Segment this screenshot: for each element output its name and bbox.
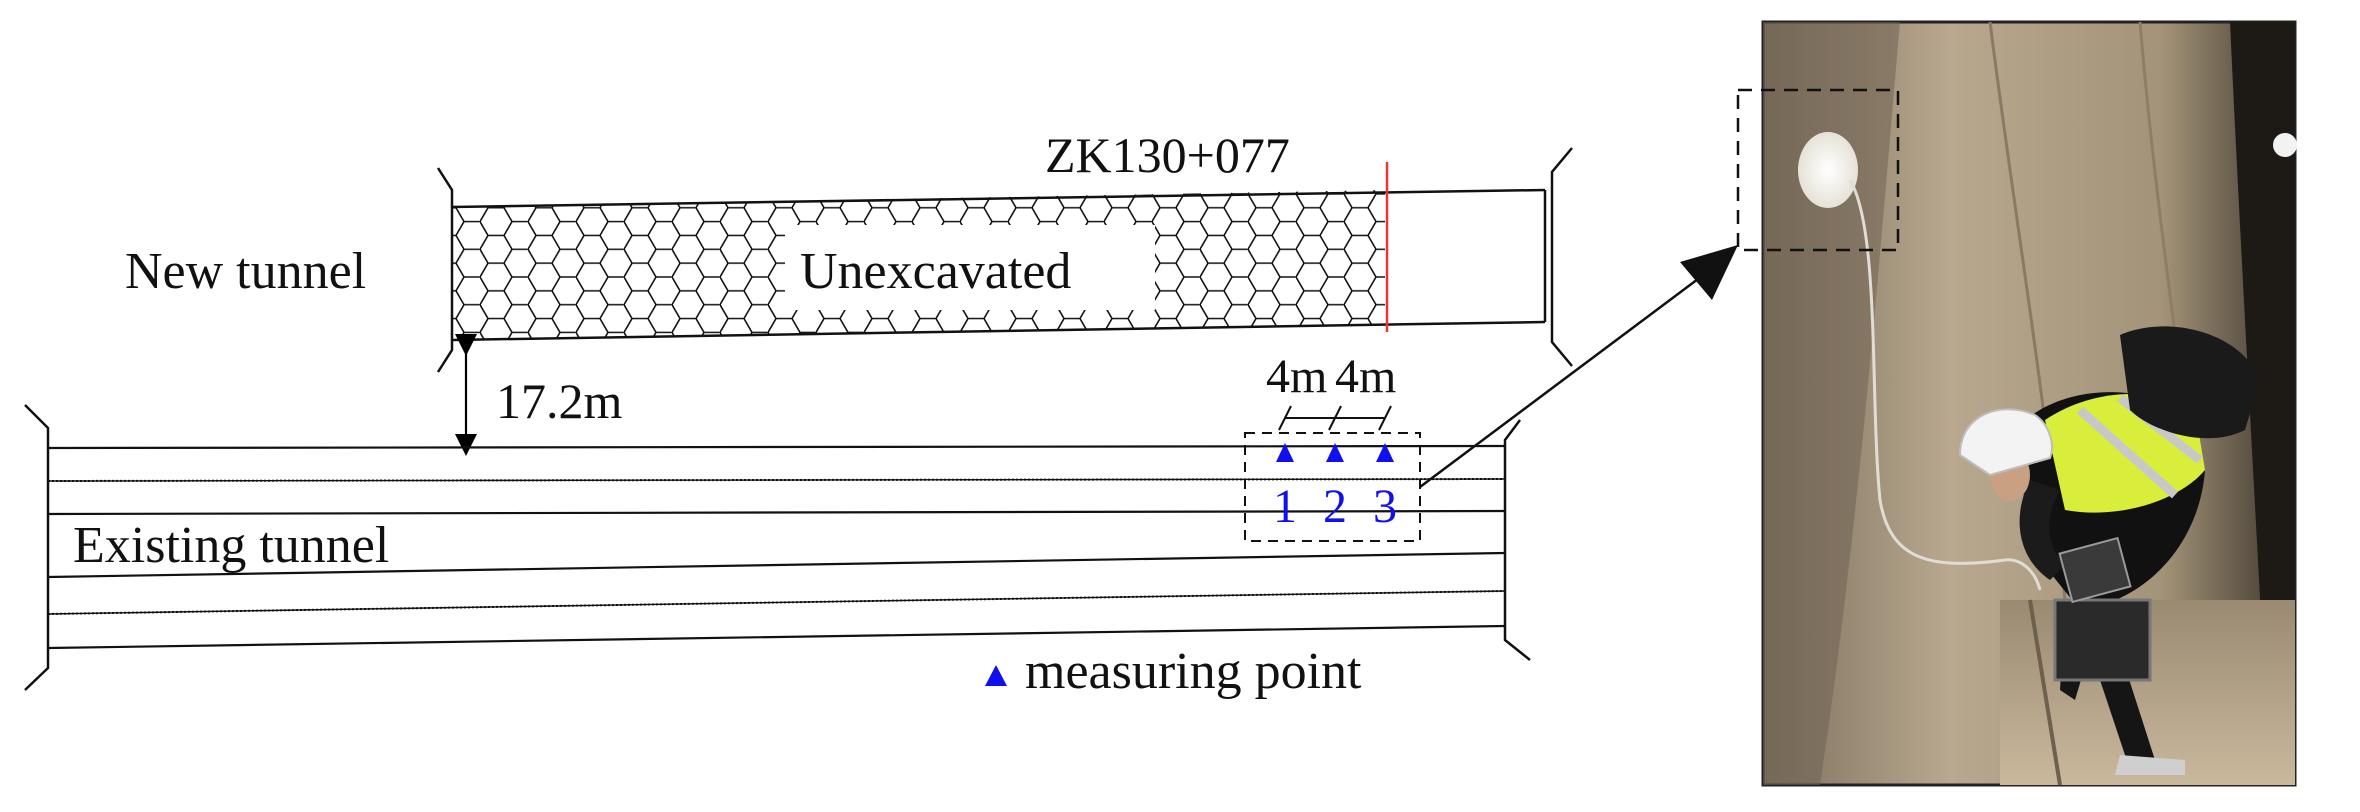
data-logger-icon [2058,536,2132,604]
existing-tunnel-line-4 [47,551,1506,579]
new-tunnel-top-line [451,188,1546,209]
existing-tunnel-label: Existing tunnel [73,517,389,574]
backpack-icon [2120,326,2260,439]
measuring-point-marker-2 [1326,443,1344,462]
existing-tunnel-right-portal [1503,419,1531,661]
spacing-tick-1 [1278,405,1292,431]
worker-shoe-icon [2115,755,2185,775]
new-tunnel-right-portal [1550,147,1573,367]
helmet-icon [1958,408,2053,477]
spacing-tick-3 [1378,405,1392,431]
spacing-label-1: 4m [1266,350,1327,403]
spacing-label-2: 4m [1335,350,1396,403]
walkway-edge [2028,599,2062,786]
callout-arrowhead [1680,245,1738,300]
clearance-label: 17.2m [496,373,623,429]
existing-tunnel: Existing tunnel [24,404,1531,691]
tunnel-perspective-dark [2230,22,2295,785]
clearance-dimension: 17.2m [455,334,623,456]
measuring-point-number-3: 3 [1373,480,1397,533]
existing-tunnel-line-5 [47,590,1506,615]
new-tunnel-left-portal [436,167,454,373]
lining-shading [1763,22,1900,785]
measuring-point-number-1: 1 [1273,480,1297,533]
legend-label: measuring point [1025,643,1362,700]
measuring-point-marker-3 [1376,443,1394,462]
new-tunnel-bottom-line [451,320,1546,342]
site-photo [1736,20,2297,787]
spacing-tick-2 [1328,405,1342,431]
data-logger-case-icon [2053,598,2152,682]
new-tunnel: ZK130+077 Unexcavated New tunnel [125,127,1573,373]
sensor-cable [1848,179,2042,591]
sensor-highlight-box [1736,88,1900,252]
existing-tunnel-left-portal [24,404,50,691]
sensor-icon [1798,132,1858,208]
existing-tunnel-line-3 [47,509,1506,516]
existing-tunnel-line-2 [47,478,1506,482]
existing-tunnel-line-6 [47,624,1506,650]
unexcavated-label: Unexcavated [800,243,1071,300]
worker-arm [2019,480,2065,580]
callout-arrow [1419,268,1711,489]
ceiling-lamp-icon [2273,133,2297,157]
new-tunnel-label: New tunnel [125,243,366,300]
face-chainage-label: ZK130+077 [1045,127,1290,183]
existing-tunnel-line-1 [47,444,1506,450]
legend: measuring point [985,643,1362,700]
legend-marker-icon [985,665,1007,686]
measuring-point-number-2: 2 [1323,480,1347,533]
unexcavated-label-backdrop [785,225,1155,310]
measuring-point-marker-1 [1276,443,1294,462]
